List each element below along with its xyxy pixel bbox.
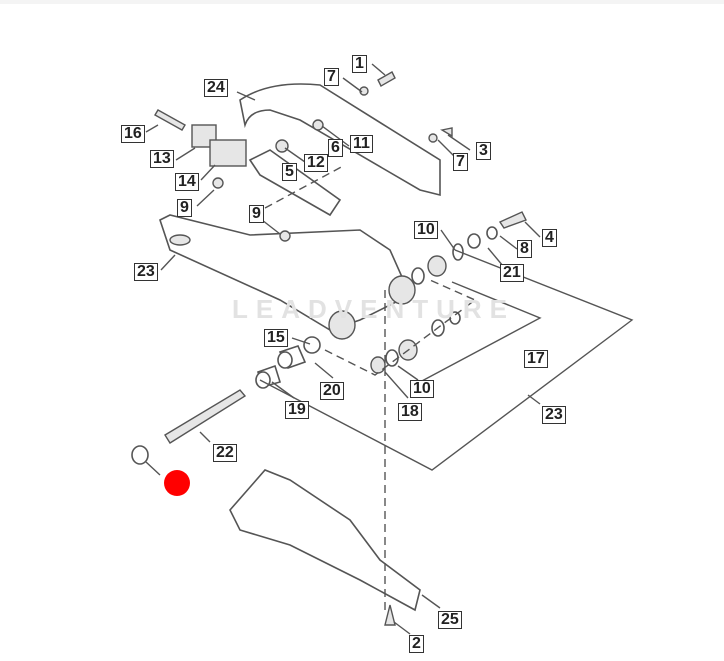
hotspot-marker[interactable] — [164, 470, 190, 496]
callout-25[interactable]: 25 — [438, 611, 462, 629]
callout-23b[interactable]: 23 — [542, 406, 566, 424]
bolt — [154, 109, 186, 131]
callout-17[interactable]: 17 — [524, 350, 548, 368]
callout-14[interactable]: 14 — [175, 173, 199, 191]
callout-16[interactable]: 16 — [121, 125, 145, 143]
callout-18[interactable]: 18 — [398, 403, 422, 421]
adjuster-block — [209, 139, 247, 167]
callout-10[interactable]: 10 — [414, 221, 438, 239]
bushing — [388, 275, 416, 305]
cap — [131, 445, 149, 465]
callout-3[interactable]: 3 — [476, 142, 491, 160]
callout-4[interactable]: 4 — [542, 229, 557, 247]
callout-20[interactable]: 20 — [320, 382, 344, 400]
callout-11[interactable]: 11 — [350, 135, 373, 153]
callout-9[interactable]: 9 — [177, 199, 192, 217]
top-border — [0, 0, 724, 4]
bushing — [328, 310, 356, 340]
callout-24[interactable]: 24 — [204, 79, 228, 97]
callout-10b[interactable]: 10 — [410, 380, 434, 398]
callout-9b[interactable]: 9 — [249, 205, 264, 223]
callout-5[interactable]: 5 — [282, 163, 297, 181]
callout-2[interactable]: 2 — [409, 635, 424, 653]
axle — [164, 389, 247, 444]
pivot-slot — [169, 234, 191, 246]
callout-23[interactable]: 23 — [134, 263, 158, 281]
callout-22[interactable]: 22 — [213, 444, 237, 462]
callout-8[interactable]: 8 — [517, 240, 532, 258]
watermark: LEADVENTURE — [232, 294, 516, 324]
callout-12[interactable]: 12 — [304, 154, 328, 172]
callout-19[interactable]: 19 — [285, 401, 309, 419]
callout-21[interactable]: 21 — [500, 264, 524, 282]
callout-15[interactable]: 15 — [264, 329, 288, 347]
callout-1[interactable]: 1 — [352, 55, 367, 73]
callout-7b[interactable]: 7 — [453, 153, 468, 171]
lower-guard — [229, 469, 421, 612]
callout-13[interactable]: 13 — [150, 150, 174, 168]
callout-6[interactable]: 6 — [328, 139, 343, 157]
callout-7[interactable]: 7 — [324, 68, 339, 86]
bracket — [248, 149, 342, 217]
